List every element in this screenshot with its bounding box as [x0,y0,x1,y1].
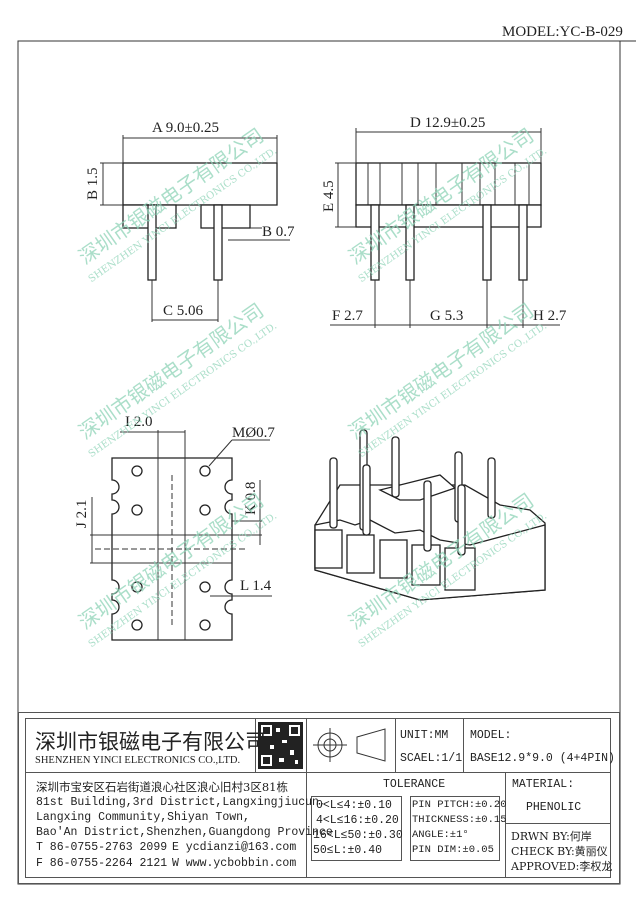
projection-symbol-icon [313,728,386,762]
dim-d: D 12.9±0.25 [410,115,485,131]
dim-f: F 2.7 [332,308,363,324]
dim-i: I 2.0 [125,414,153,430]
tolerance-item: PIN PITCH:±0.20 [412,799,507,811]
tolerance-item: 0<L≤4:±0.10 [316,799,392,812]
model-value: BASE12.9*9.0 (4+4PIN) [470,752,615,765]
drawn-by: DRWN BY:何岸 [511,830,592,843]
telephone: T 86-0755-2763 2099 [36,841,168,854]
dim-g: G 5.3 [430,308,463,324]
email-link[interactable]: E ycdianzi@163.com [172,841,297,854]
side-view: D 12.9±0.25 E 4.5 F 2.7 G 5.3 H 2.7 [321,115,567,328]
website-link[interactable]: W www.ycbobbin.com [172,857,297,870]
company-name-en: SHENZHEN YINCI ELECTRONICS CO.,LTD. [35,755,241,766]
dim-b1: B 1.5 [85,167,101,200]
tolerance-item: ANGLE:±1° [412,829,469,841]
bottom-view: I 2.0 MØ0.7 J 2.1 K 0.8 L 1.4 [74,414,275,641]
svg-text:SHENZHEN YINCI ELECTRONICS CO.: SHENZHEN YINCI ELECTRONICS CO.,LTD. [357,321,549,460]
company-name-cn: 深圳市银磁电子有限公司 [35,730,266,754]
material-label: MATERIAL: [512,778,575,791]
address-cn: 深圳市宝安区石岩街道浪心社区浪心旧村3区81栋 [36,780,288,794]
tolerance-item: 16<L≤50:±0.30 [313,829,403,842]
dim-h: H 2.7 [533,308,567,324]
dim-b2: B 0.7 [262,224,295,240]
isometric-view [314,429,546,601]
address-line: 81st Building,3rd District,Langxingjiucu… [36,796,326,809]
approved-by: APPROVED:李权龙 [511,860,613,873]
dim-a: A 9.0±0.25 [152,120,219,136]
tolerance-right-box [410,796,500,861]
address-line: Bao'An District,Shenzhen,Guangdong Provi… [36,826,333,839]
material-value: PHENOLIC [526,801,582,814]
unit-label: UNIT:MM [400,729,449,742]
tolerance-item: PIN DIM:±0.05 [412,844,494,856]
tolerance-item: THICKNESS:±0.15 [412,814,507,826]
tolerance-item: 50≤L:±0.40 [313,844,383,857]
scale-label: SCAEL:1/1 [400,752,463,765]
fax: F 86-0755-2264 2121 [36,857,168,870]
dim-m: MØ0.7 [232,425,275,441]
tolerance-left-box [311,796,402,861]
front-view: A 9.0±0.25 B 1.5 B 0.7 C 5.06 [85,120,295,322]
approval-cell [505,823,611,878]
address-line: Langxing Community,Shiyan Town, [36,811,250,824]
model-label: MODEL: [470,729,512,742]
dim-k: K 0.8 [243,482,259,515]
dim-e: E 4.5 [321,180,337,212]
qr-cell [255,718,307,773]
tolerance-item: 4<L≤16:±0.20 [316,814,399,827]
dim-l: L 1.4 [240,578,272,594]
dim-j: J 2.1 [74,500,90,528]
qr-code-icon [258,722,303,769]
drawing-frame [17,40,621,885]
model-header: MODEL:YC-B-029 [502,24,623,40]
dim-c: C 5.06 [163,303,204,319]
symbol-cell [306,718,396,773]
tolerance-title: TOLERANCE [383,778,446,791]
title-block-outer [18,712,620,884]
checked-by: CHECK BY:黄丽仪 [511,845,608,858]
